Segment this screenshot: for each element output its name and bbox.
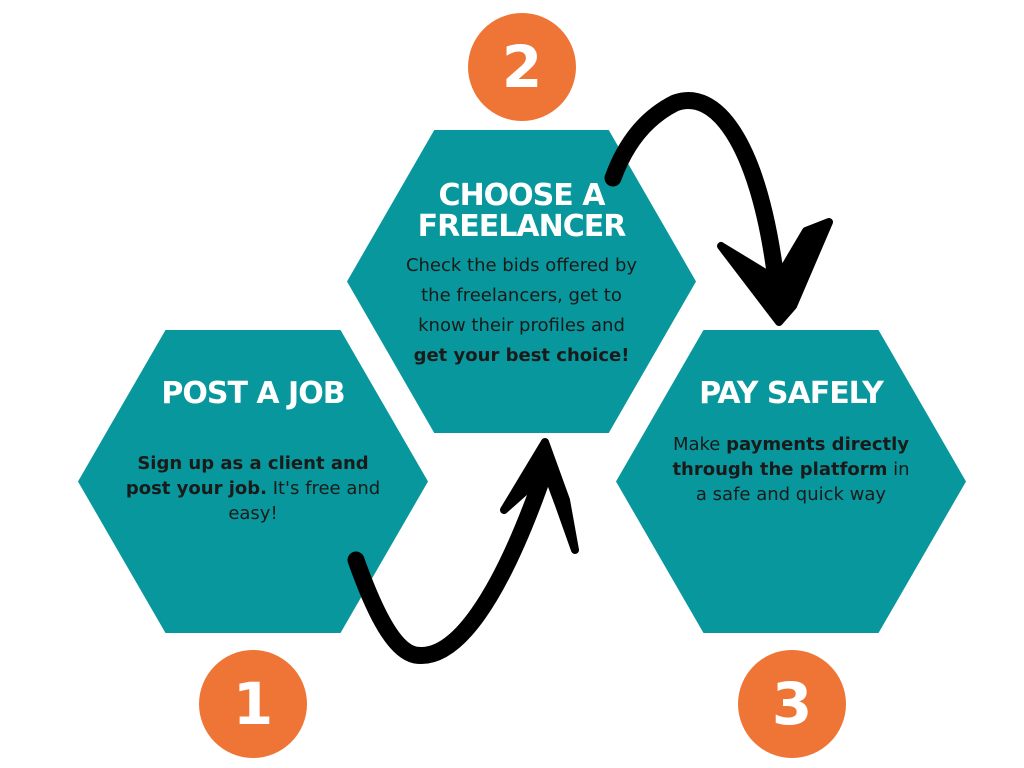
step-2-number-badge: 2	[468, 13, 576, 121]
step-3-title: PAY SAFELY	[699, 376, 884, 411]
step-2-title: CHOOSE A FREELANCER	[417, 178, 627, 244]
step-3-number-badge: 3	[738, 650, 846, 758]
step-2-description-part: get your best choice!	[413, 345, 630, 366]
step-2-description-part: Check the bids offered by the freelancer…	[405, 255, 638, 336]
step-1-description-part: Sign up as a client and post your job.	[125, 453, 369, 499]
step-2-description: Check the bids offered by the freelancer…	[402, 251, 641, 371]
step-1-title: POST A JOB	[161, 376, 345, 411]
step-3-description-part: payments directly through the platform	[672, 434, 910, 480]
step-3-description: Make payments directly through the platf…	[665, 432, 917, 507]
step-3-description-part: in a safe and quick way	[695, 459, 910, 505]
step-1-description-part: It's free and easy!	[228, 478, 381, 524]
step-1-number-badge: 1	[199, 650, 307, 758]
step-1-description: Sign up as a client and post your job. I…	[120, 451, 386, 526]
step-3-description-part: Make	[672, 434, 727, 455]
